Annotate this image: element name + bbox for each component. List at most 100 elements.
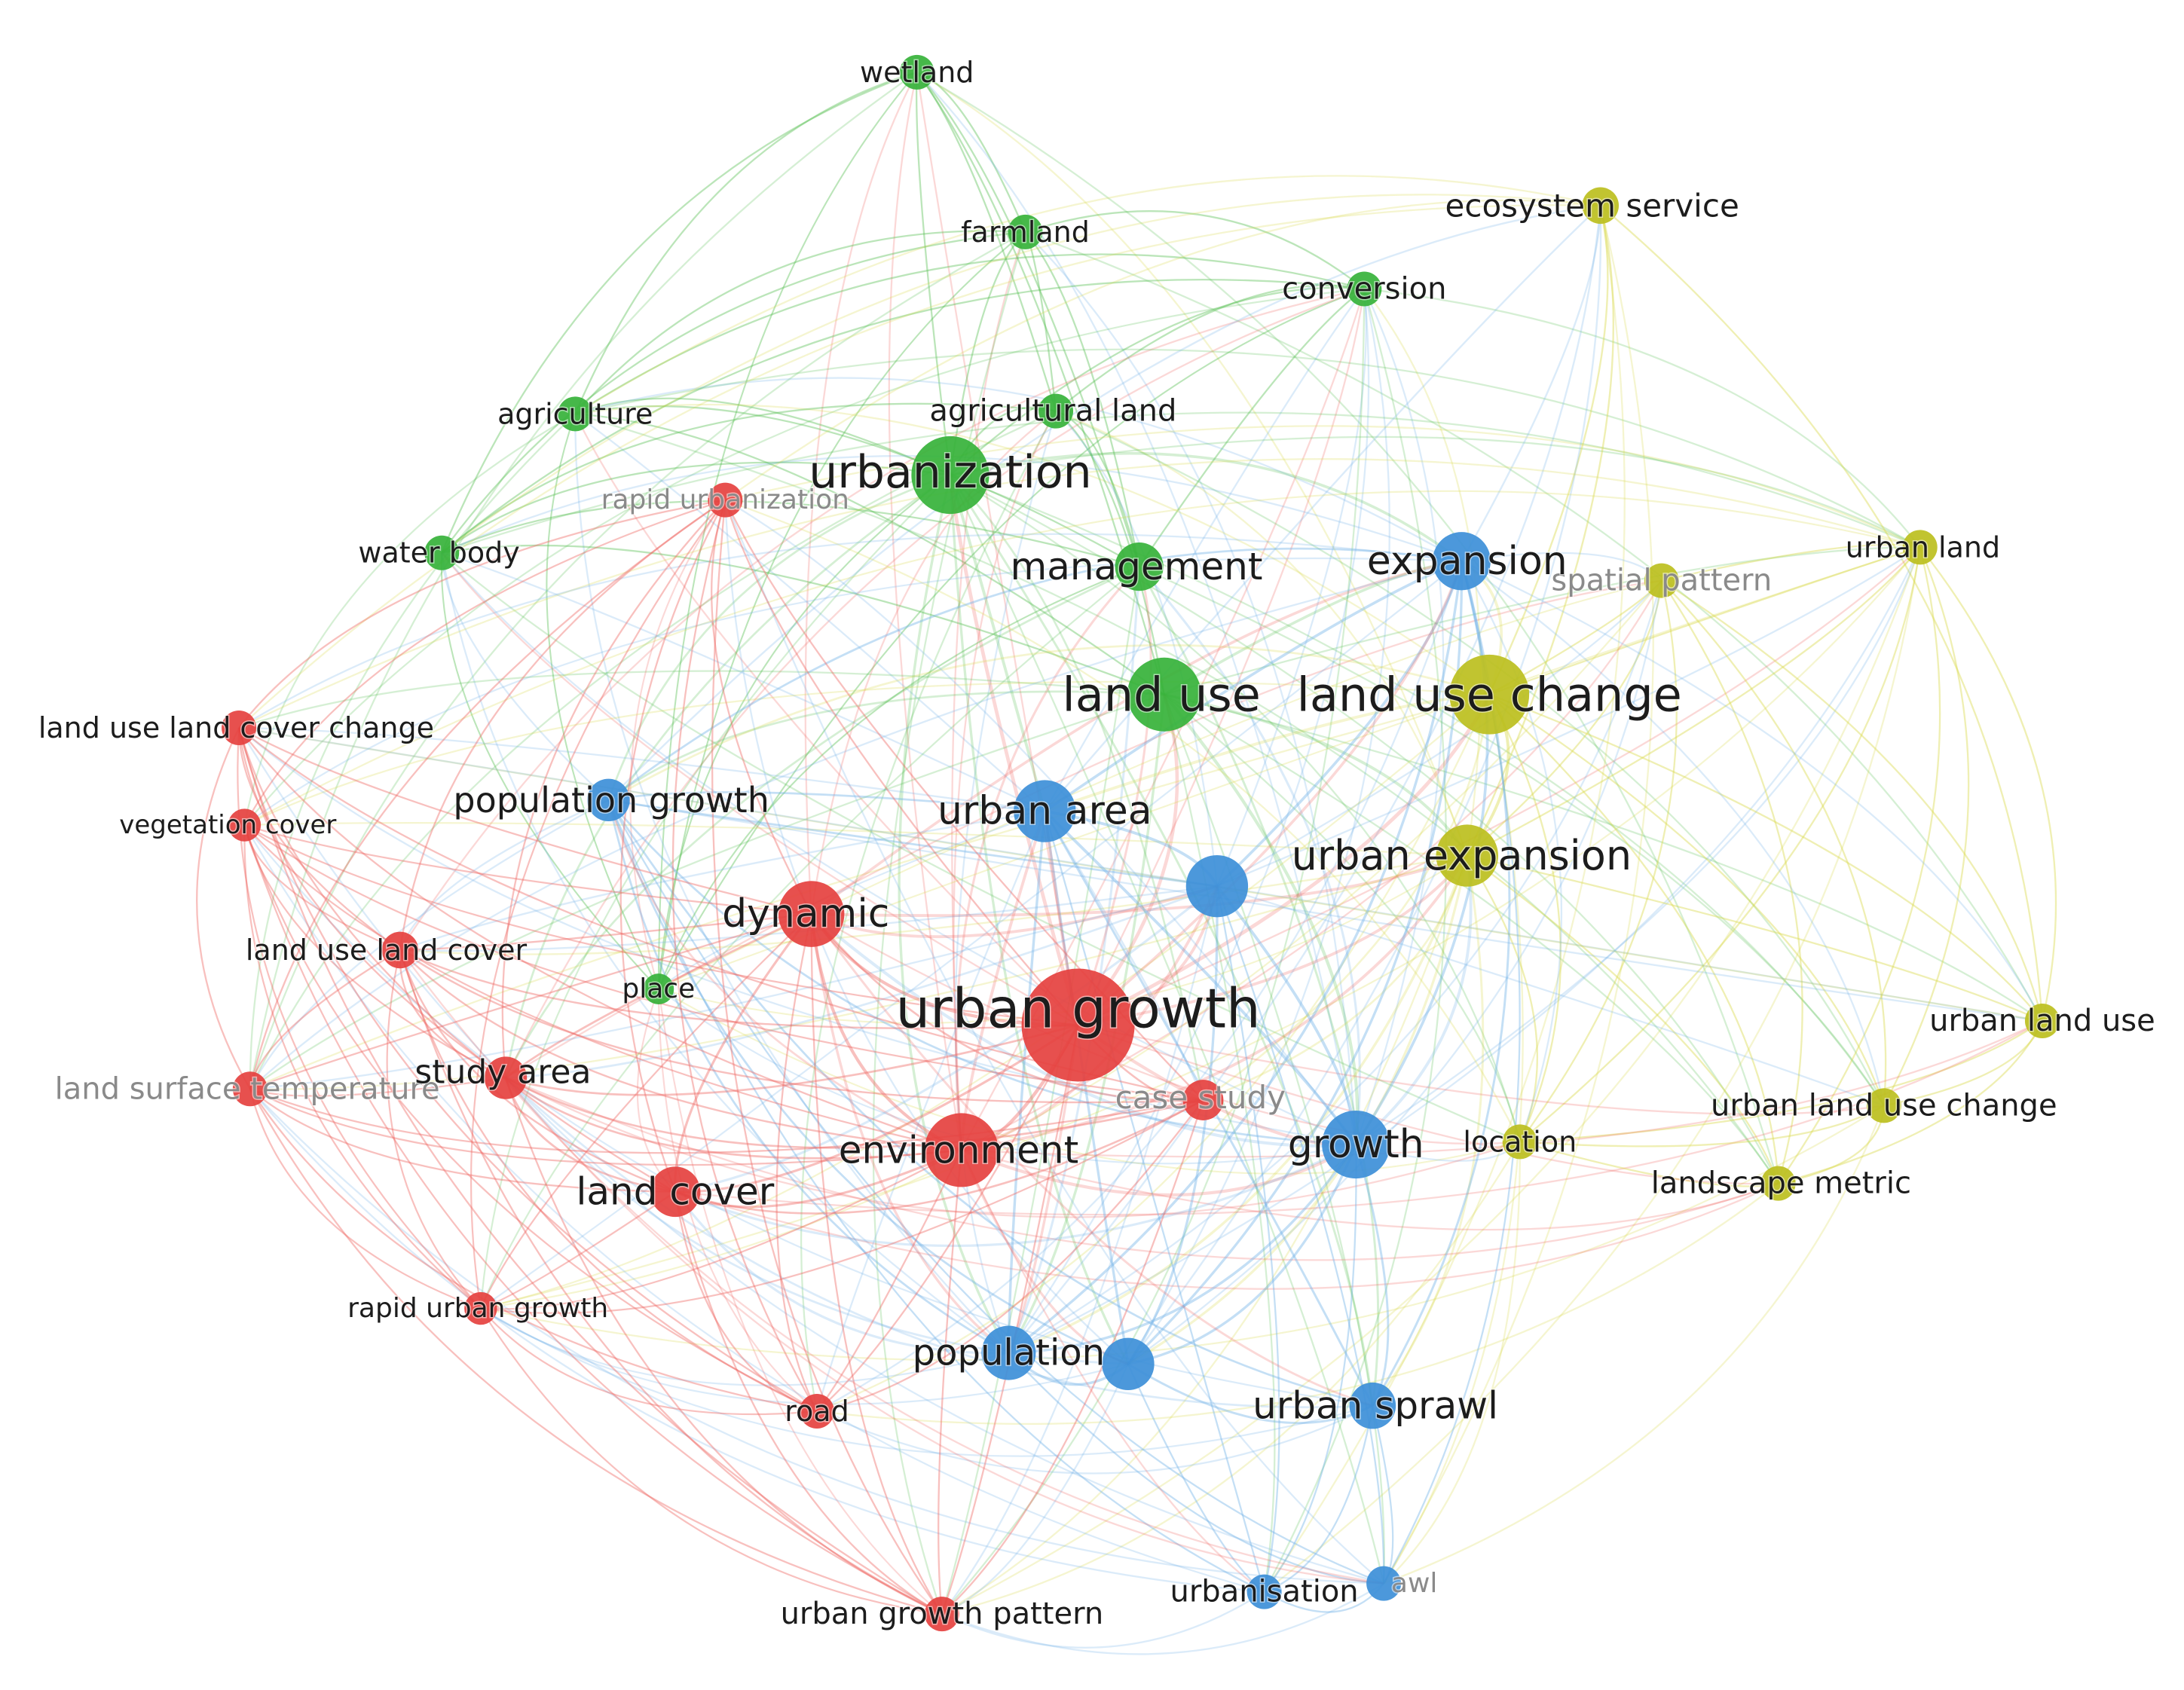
- node-urban-area[interactable]: [1014, 780, 1076, 842]
- edge-growth-environment: [960, 1143, 1357, 1196]
- label-land-use-land-cover-change: land use land cover change: [38, 711, 434, 744]
- node-farmland[interactable]: [1008, 214, 1043, 249]
- label-urban-growth-pattern: urban growth pattern: [781, 1597, 1104, 1631]
- node-land-surface-temperature[interactable]: [232, 1071, 268, 1107]
- node-population[interactable]: [981, 1325, 1036, 1380]
- node-wetland[interactable]: [899, 54, 934, 90]
- edge-unlabeled_blue-land_cover: [674, 885, 1218, 1193]
- label-growth: growth: [1288, 1122, 1424, 1167]
- edge-urban_land-land_use_land_cover_change: [238, 458, 1921, 729]
- node-land-use-change[interactable]: [1449, 654, 1530, 735]
- node-vegetation-cover[interactable]: [228, 808, 262, 842]
- node-urban-sprawl[interactable]: [1349, 1382, 1396, 1429]
- edge-case_study-land_cover: [674, 1099, 1204, 1215]
- node-unlabeled-blue[interactable]: [1185, 854, 1249, 918]
- edge-urban_expansion-urban_sprawl: [1372, 855, 1485, 1407]
- node-landscape-metric[interactable]: [1760, 1166, 1796, 1201]
- edge-urban_land_use-location: [1519, 1020, 2043, 1143]
- edge-urban_land-urban_growth: [1078, 546, 1921, 1026]
- node-ecosystem-service[interactable]: [1582, 187, 1620, 225]
- node-location[interactable]: [1502, 1124, 1537, 1160]
- node-urban-land[interactable]: [1902, 530, 1938, 565]
- edge-land_use_change-rapid_urban_growth: [480, 693, 1490, 1310]
- edge-agriculture-urbanization: [574, 397, 951, 476]
- node-urbanization[interactable]: [911, 435, 990, 515]
- edge-conversion-urbanisation: [1263, 289, 1447, 1593]
- node-road[interactable]: [799, 1393, 834, 1429]
- node-urban-land-use-change[interactable]: [1866, 1088, 1901, 1123]
- node-population-b[interactable]: [1102, 1337, 1155, 1391]
- edge-rapid_urbanization-rapid_urban_growth: [470, 500, 726, 1309]
- node-management[interactable]: [1115, 542, 1164, 591]
- edge-agricultural_land-urban_land_use_change: [1055, 410, 1885, 1106]
- node-sprawl[interactable]: [1366, 1566, 1402, 1601]
- node-agricultural-land[interactable]: [1038, 393, 1074, 429]
- edge-farmland-place: [657, 231, 1026, 989]
- edge-landscape_metric-study_area: [505, 1077, 1779, 1261]
- edge-location-urban_growth_pattern: [941, 1141, 1521, 1615]
- edge-urban_area-case_study: [1044, 810, 1204, 1101]
- node-urbanisation[interactable]: [1246, 1574, 1282, 1609]
- node-urban-land-use[interactable]: [2024, 1003, 2060, 1038]
- node-urban-growth-pattern[interactable]: [924, 1597, 959, 1632]
- edge-urban_land-landscape_metric: [1777, 547, 1941, 1184]
- edge-urbanization-water_body: [441, 461, 951, 554]
- node-population-growth[interactable]: [587, 778, 630, 822]
- node-expansion[interactable]: [1432, 532, 1491, 591]
- node-conversion[interactable]: [1347, 271, 1382, 307]
- node-urban-expansion[interactable]: [1436, 824, 1498, 887]
- edge-dynamic-land_surface_temperature: [249, 912, 812, 1090]
- edge-management-urban_growth: [1077, 566, 1152, 1025]
- edge-urban_land_use-landscape_metric: [1778, 1020, 2043, 1184]
- edge-urban_land-rapid_urban_growth: [480, 546, 1921, 1310]
- label-conversion: conversion: [1282, 271, 1446, 306]
- edge-expansion-land_use_land_cover_change: [238, 533, 1462, 729]
- edge-farmland-urbanization: [949, 231, 1026, 475]
- node-land-cover[interactable]: [650, 1166, 701, 1218]
- node-agriculture[interactable]: [558, 396, 593, 432]
- label-urban-area: urban area: [938, 789, 1152, 834]
- edge-study_area-case_study: [505, 1077, 1204, 1149]
- edge-urban_land_use_change-expansion: [1461, 560, 1885, 1106]
- node-study-area[interactable]: [484, 1056, 528, 1099]
- node-dynamic[interactable]: [778, 881, 845, 947]
- edge-urban_area-population_b: [1043, 811, 1130, 1365]
- node-rapid-urbanization[interactable]: [708, 482, 743, 518]
- node-environment[interactable]: [924, 1113, 999, 1187]
- edge-water_body-population_growth: [441, 552, 610, 801]
- node-growth[interactable]: [1322, 1110, 1390, 1179]
- edge-sprawl-rapid_urbanization: [724, 500, 1384, 1585]
- node-case-study[interactable]: [1182, 1080, 1224, 1120]
- edge-dynamic-land_use_land_cover: [399, 912, 812, 952]
- edge-land_use_land_cover_change-dynamic: [238, 726, 812, 915]
- edge-urbanization-place: [657, 474, 951, 989]
- node-water-body[interactable]: [424, 535, 460, 570]
- edge-urban_area-growth: [1043, 810, 1357, 1146]
- edge-farmland-environment: [951, 231, 1026, 1151]
- edge-water_body-urban_area: [441, 552, 1045, 812]
- node-land-use-land-cover-change[interactable]: [222, 710, 257, 745]
- node-land-use[interactable]: [1127, 657, 1201, 732]
- node-land-use-land-cover[interactable]: [381, 931, 419, 969]
- edge-urban_sprawl-rapid_urban_growth: [480, 1307, 1373, 1457]
- node-urban-growth[interactable]: [1021, 968, 1135, 1082]
- label-road: road: [785, 1395, 849, 1428]
- edge-growth-urbanisation: [1263, 1144, 1357, 1593]
- edge-ecosystem_service-urbanisation: [1263, 205, 1626, 1593]
- edge-land_use_change-case_study: [1202, 694, 1491, 1102]
- edge-water_body-population: [441, 552, 1010, 1354]
- node-rapid-urban-growth[interactable]: [464, 1291, 497, 1325]
- edge-rapid_urbanization-land_surface_temperature: [249, 499, 726, 1089]
- edge-land_use-landscape_metric: [1164, 693, 1779, 1184]
- node-spatial-pattern[interactable]: [1644, 563, 1679, 598]
- edge-ecosystem_service-sprawl: [1383, 205, 1654, 1585]
- edge-management-urban_growth_pattern: [941, 566, 1140, 1615]
- edge-growth-land_cover: [674, 1143, 1357, 1247]
- edge-spatial_pattern-rapid_urban_growth: [480, 579, 1662, 1310]
- label-rapid-urban-growth: rapid urban growth: [347, 1293, 608, 1324]
- node-place[interactable]: [643, 973, 674, 1004]
- edge-urban_land-growth: [1355, 546, 1921, 1145]
- edge-urban_land_use_change-rapid_urban_growth: [480, 1105, 1885, 1361]
- label-expansion: expansion: [1367, 539, 1568, 584]
